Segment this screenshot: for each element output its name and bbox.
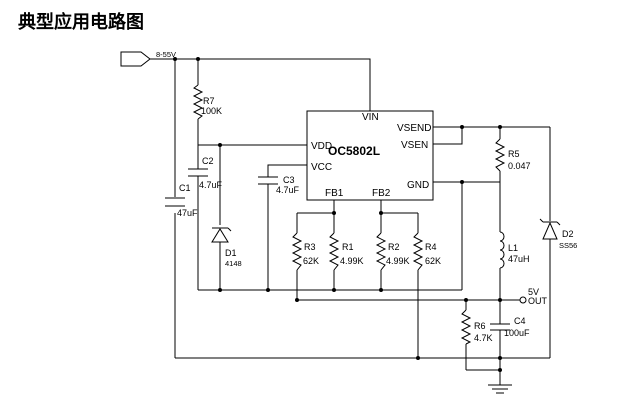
pin-vin: VIN: [362, 112, 379, 123]
capacitor-c2: C2 4.7uF: [188, 156, 223, 190]
resistor-r7: R7 100K: [192, 84, 222, 120]
resistor-r3: R3 62K: [291, 232, 319, 271]
c4-value: 100uF: [504, 328, 530, 338]
r7-value: 100K: [201, 106, 222, 116]
resistor-r4: R4 62K: [412, 232, 441, 271]
r4-ref: R4: [425, 242, 437, 252]
r1-ref: R1: [342, 242, 354, 252]
ic-chip: OC5802L VIN VDD VCC FB1 FB2 VSEND VSEN G…: [306, 110, 434, 201]
r3-ref: R3: [304, 242, 316, 252]
c3-value: 4.7uF: [276, 185, 300, 195]
ic-name: OC5802L: [328, 144, 380, 158]
pin-gnd: GND: [407, 180, 429, 191]
r6-value: 4.7K: [474, 333, 493, 343]
page-title: 典型应用电路图: [18, 12, 144, 33]
inductor-l1: L1 47uH: [499, 231, 530, 269]
pin-vcc: VCC: [311, 162, 332, 173]
d2-value: SS56: [559, 241, 577, 250]
l1-value: 47uH: [508, 254, 530, 264]
pin-vsend: VSEND: [397, 123, 431, 134]
capacitor-c1: C1 47uF: [165, 183, 198, 218]
r2-value: 4.99K: [386, 256, 410, 266]
resistor-r1: R1 4.99K: [328, 232, 364, 271]
r3-value: 62K: [303, 256, 319, 266]
c1-value: 47uF: [177, 208, 198, 218]
r5-ref: R5: [508, 149, 520, 159]
output-terminal: 5V OUT: [519, 287, 548, 306]
ground-symbol: [488, 384, 512, 394]
resistor-r2: R2 4.99K: [375, 232, 410, 271]
d2-ref: D2: [562, 229, 574, 239]
diode-d1: D1 4148: [211, 227, 242, 268]
output-voltage: 5V: [528, 287, 539, 297]
c2-ref: C2: [202, 156, 214, 166]
pin-fb2: FB2: [372, 188, 391, 199]
wires: [170, 58, 551, 385]
output-label: OUT: [528, 296, 548, 306]
c4-ref: C4: [514, 316, 526, 326]
l1-ref: L1: [508, 243, 518, 253]
r2-ref: R2: [388, 242, 400, 252]
c3-ref: C3: [283, 175, 295, 185]
diode-d2: D2 SS56: [539, 218, 577, 250]
pin-vdd: VDD: [311, 141, 332, 152]
d1-ref: D1: [225, 248, 237, 258]
r1-value: 4.99K: [340, 256, 364, 266]
pin-fb1: FB1: [325, 188, 344, 199]
d1-value: 4148: [225, 259, 242, 268]
input-voltage-label: 8-55V: [156, 50, 176, 59]
capacitor-c4: C4 100uF: [490, 316, 530, 338]
resistor-r5: R5 0.047: [494, 138, 531, 172]
resistor-r6: R6 4.7K: [460, 309, 493, 345]
c1-ref: C1: [179, 183, 191, 193]
c2-value: 4.7uF: [199, 180, 223, 190]
pin-vsen: VSEN: [401, 140, 428, 151]
r6-ref: R6: [474, 321, 486, 331]
junctions: [173, 57, 502, 372]
r7-ref: R7: [203, 96, 215, 106]
capacitor-c3: C3 4.7uF: [258, 175, 300, 195]
r5-value: 0.047: [508, 161, 531, 171]
r4-value: 62K: [425, 256, 441, 266]
input-connector: 8-55V: [120, 50, 176, 67]
